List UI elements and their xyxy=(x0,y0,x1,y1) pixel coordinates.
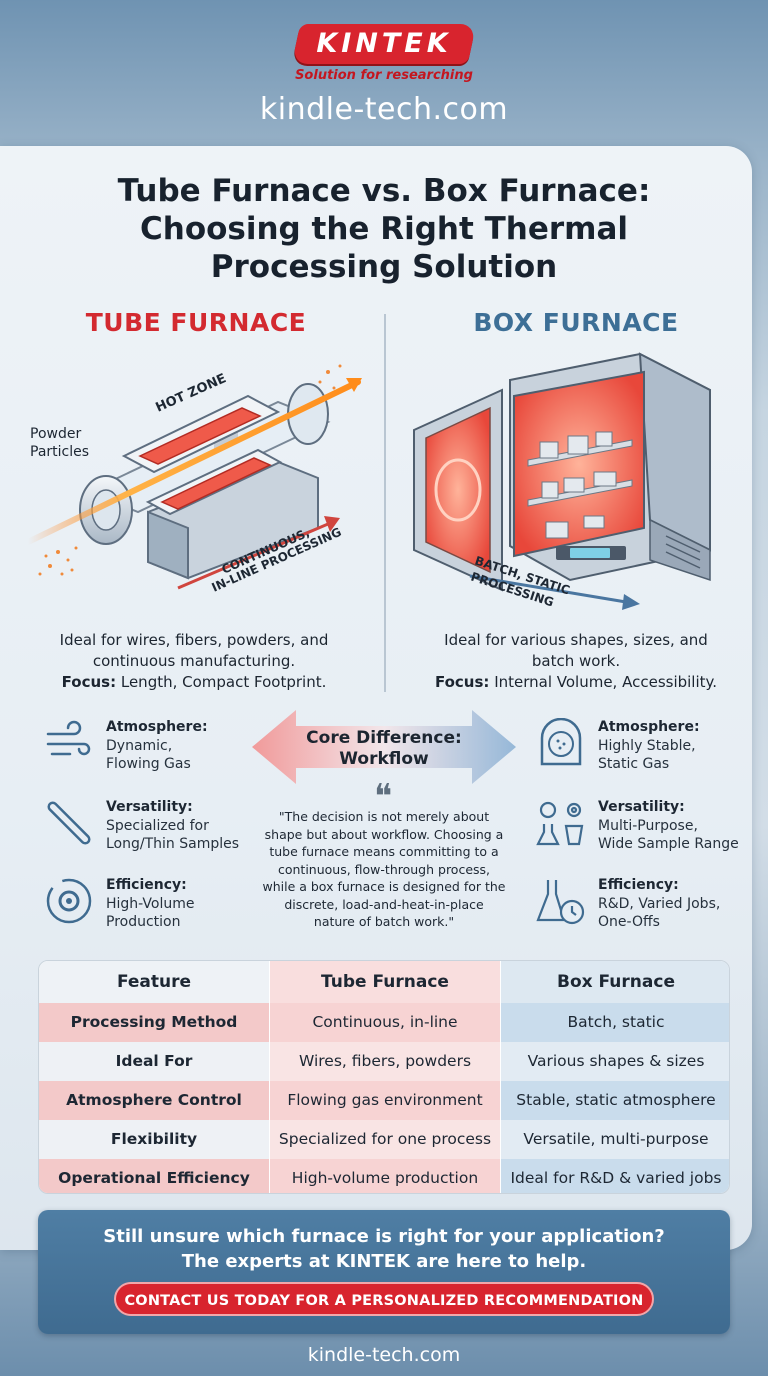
table-header-cell: Tube Furnace xyxy=(269,961,500,1003)
tube-furnace-description: Ideal for wires, fibers, powders, and co… xyxy=(59,631,329,691)
box-furnace-illustration: BATCH, STATIC PROCESSING xyxy=(413,352,711,610)
table-row: Atmosphere Control Flowing gas environme… xyxy=(39,1081,729,1120)
table-cell: Atmosphere Control xyxy=(39,1081,269,1120)
lab-tools-icon xyxy=(536,801,584,846)
table-cell: Wires, fibers, powders xyxy=(269,1042,500,1081)
core-quote: "The decision is not merely about shape … xyxy=(262,809,506,929)
core-difference-label: Core Difference: Workflow xyxy=(306,728,462,769)
table-cell: Flexibility xyxy=(39,1120,269,1159)
site-url-top[interactable]: kindle-tech.com xyxy=(259,92,509,127)
core-difference-arrow xyxy=(252,710,516,784)
site-url-bottom[interactable]: kindle-tech.com xyxy=(307,1344,461,1366)
table-cell: Specialized for one process xyxy=(269,1120,500,1159)
table-cell: Operational Efficiency xyxy=(39,1159,269,1193)
table-cell: Stable, static atmosphere xyxy=(500,1081,729,1120)
table-cell: Versatile, multi-purpose xyxy=(500,1120,729,1159)
wind-flow-icon xyxy=(46,720,91,756)
tube-furnace-heading: TUBE FURNACE xyxy=(85,308,307,337)
cta-panel: Still unsure which furnace is right for … xyxy=(38,1210,730,1334)
chamber-icon xyxy=(540,718,582,766)
comparison-table: Feature Tube Furnace Box Furnace Process… xyxy=(38,960,730,1194)
svg-text:HOT ZONE: HOT ZONE xyxy=(154,371,229,415)
table-cell: Continuous, in-line xyxy=(269,1003,500,1042)
contact-us-button[interactable]: CONTACT US TODAY FOR A PERSONALIZED RECO… xyxy=(114,1282,654,1316)
tube-furnace-illustration: HOT ZONE CONTINUOUS, IN-LINE PROCESSING xyxy=(28,364,362,595)
table-header-cell: Box Furnace xyxy=(500,961,729,1003)
table-row: Operational Efficiency High-volume produ… xyxy=(39,1159,729,1193)
logo-text: KINTEK xyxy=(316,28,452,59)
table-cell: Ideal For xyxy=(39,1042,269,1081)
table-cell: Ideal for R&D & varied jobs xyxy=(500,1159,729,1193)
flask-timer-icon xyxy=(536,880,585,925)
rod-icon xyxy=(47,801,91,845)
table-header-row: Feature Tube Furnace Box Furnace xyxy=(39,961,729,1003)
table-row: Flexibility Specialized for one process … xyxy=(39,1120,729,1159)
box-furnace-heading: BOX FURNACE xyxy=(473,308,679,337)
table-cell: Processing Method xyxy=(39,1003,269,1042)
table-cell: Batch, static xyxy=(500,1003,729,1042)
table-row: Processing Method Continuous, in-line Ba… xyxy=(39,1003,729,1042)
quote-icon: ❝ xyxy=(374,777,393,817)
table-header-cell: Feature xyxy=(39,961,269,1003)
page-title: Tube Furnace vs. Box Furnace: Choosing t… xyxy=(117,173,651,285)
column-divider xyxy=(384,314,386,692)
box-furnace-description: Ideal for various shapes, sizes, and bat… xyxy=(434,631,718,691)
table-cell: High-volume production xyxy=(269,1159,500,1193)
table-cell: Flowing gas environment xyxy=(269,1081,500,1120)
tagline: Solution for researching xyxy=(295,68,473,83)
gear-cycle-icon xyxy=(46,878,92,924)
powder-particles-label: Powder Particles xyxy=(30,426,90,460)
table-cell: Various shapes & sizes xyxy=(500,1042,729,1081)
table-row: Ideal For Wires, fibers, powders Various… xyxy=(39,1042,729,1081)
cta-message: Still unsure which furnace is right for … xyxy=(103,1226,665,1272)
logo: KINTEK xyxy=(0,24,768,64)
